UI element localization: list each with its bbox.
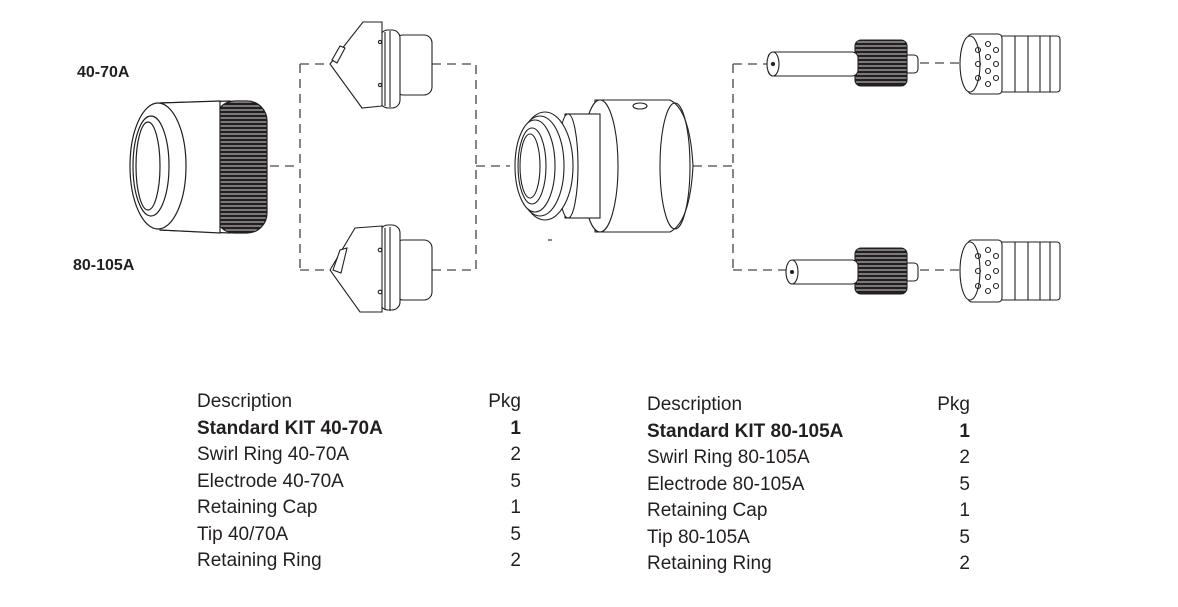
table-row: Tip 80-105A 5 — [647, 525, 970, 552]
table-row: Electrode 40-70A 5 — [197, 469, 521, 496]
row-pkg: 2 — [510, 444, 521, 465]
row-description: Standard KIT 40-70A — [197, 417, 383, 439]
connector-cap-to-tips — [270, 63, 332, 271]
exploded-parts-diagram — [129, 21, 1061, 313]
row-description: Tip 80-105A — [647, 526, 750, 548]
table-header: Description Pkg — [197, 389, 521, 416]
tip-80-105a-drawing — [329, 224, 433, 313]
row-description: Retaining Cap — [197, 497, 318, 518]
table-row: Standard KIT 40-70A 1 — [197, 416, 521, 443]
row-description: Swirl Ring 80-105A — [647, 447, 810, 468]
row-pkg: 1 — [510, 497, 521, 518]
row-pkg: 1 — [959, 500, 970, 521]
row-pkg: 2 — [959, 553, 970, 574]
swirl-ring-40-70a-drawing — [959, 33, 1061, 95]
retaining-cap-drawing — [129, 100, 268, 234]
header-description: Description — [647, 394, 743, 415]
header-description: Description — [197, 391, 293, 412]
parts-table-40-70a: Description Pkg Standard KIT 40-70A 1 Sw… — [197, 389, 521, 575]
row-pkg: 1 — [510, 417, 521, 439]
row-pkg: 5 — [959, 473, 970, 495]
row-pkg: 2 — [510, 550, 521, 571]
connector-lines — [270, 62, 965, 271]
range-label-80-105a: 80-105A — [73, 257, 135, 274]
row-description: Electrode 40-70A — [197, 470, 344, 492]
table-row: Electrode 80-105A 5 — [647, 472, 970, 499]
parts-table-80-105a: Description Pkg Standard KIT 80-105A 1 S… — [647, 392, 970, 578]
row-description: Tip 40/70A — [197, 523, 289, 545]
header-pkg: Pkg — [937, 394, 970, 415]
row-pkg: 2 — [959, 447, 970, 468]
range-label-40-70a: 40-70A — [77, 64, 130, 81]
row-description: Retaining Cap — [647, 500, 768, 521]
table-row: Standard KIT 80-105A 1 — [647, 419, 970, 446]
table-row: Tip 40/70A 5 — [197, 522, 521, 549]
table-header: Description Pkg — [647, 392, 970, 419]
table-row: Swirl Ring 40-70A 2 — [197, 442, 521, 469]
electrode-80-105a-drawing — [785, 247, 919, 295]
row-description: Swirl Ring 40-70A — [197, 444, 350, 465]
row-pkg: 5 — [510, 523, 521, 545]
table-row: Retaining Cap 1 — [647, 498, 970, 525]
retaining-ring-drawing — [514, 99, 694, 241]
tip-40-70a-drawing — [329, 21, 433, 109]
connector-tips-to-ring — [432, 63, 510, 271]
row-description: Standard KIT 80-105A — [647, 420, 844, 442]
connector-ring-to-electrodes — [693, 63, 790, 271]
row-pkg: 5 — [959, 526, 970, 548]
swirl-ring-80-105a-drawing — [959, 239, 1061, 303]
row-description: Retaining Ring — [197, 550, 322, 571]
row-pkg: 5 — [510, 470, 521, 492]
electrode-40-70a-drawing — [766, 39, 919, 87]
row-pkg: 1 — [959, 420, 970, 442]
header-pkg: Pkg — [488, 391, 521, 412]
table-row: Swirl Ring 80-105A 2 — [647, 445, 970, 472]
table-row: Retaining Ring 2 — [647, 551, 970, 578]
row-description: Retaining Ring — [647, 553, 772, 574]
table-row: Retaining Ring 2 — [197, 548, 521, 575]
table-row: Retaining Cap 1 — [197, 495, 521, 522]
row-description: Electrode 80-105A — [647, 473, 805, 495]
